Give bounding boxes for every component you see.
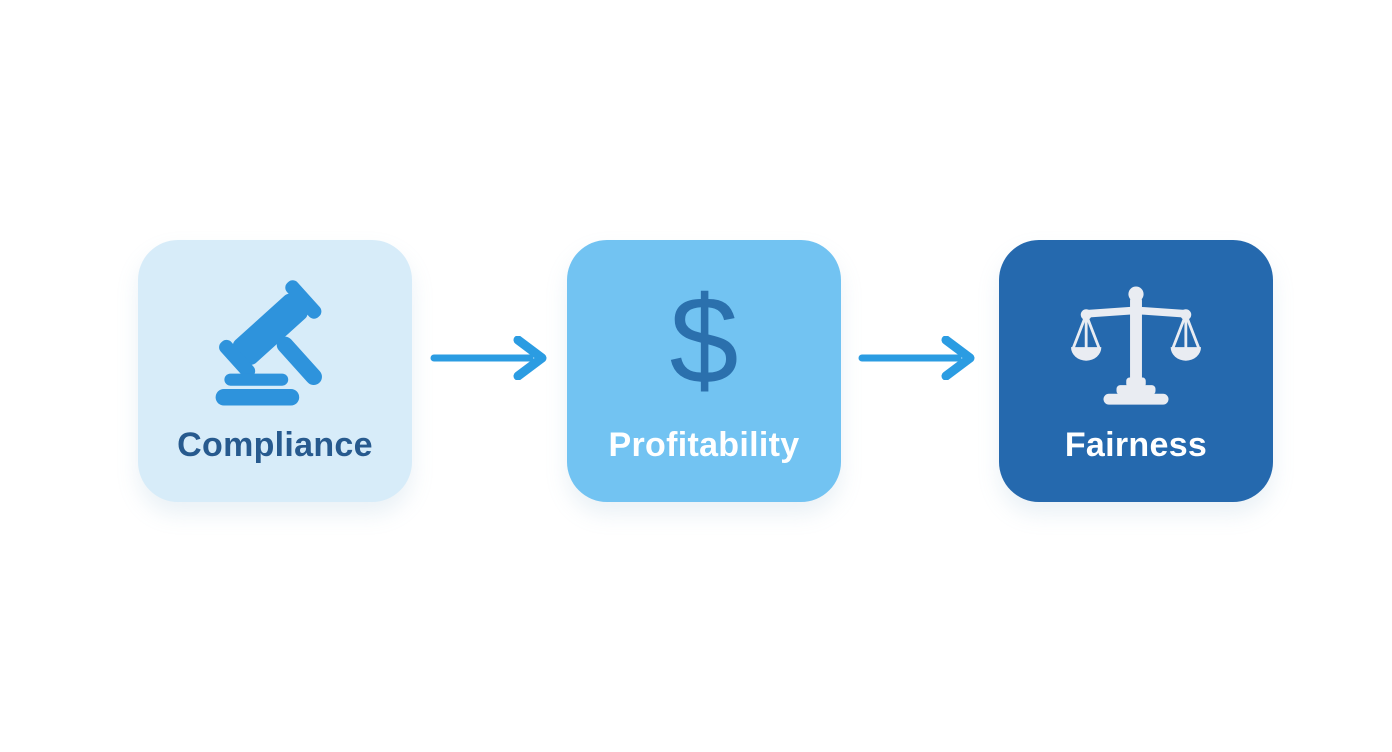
node-compliance: Compliance [138,240,412,502]
arrow-right-icon [858,336,975,380]
node-compliance-label: Compliance [177,426,373,464]
node-fairness: Fairness [999,240,1273,502]
node-profitability-label: Profitability [608,426,800,464]
scales-of-justice-icon [999,272,1273,418]
node-profitability: $ Profitability [567,240,841,502]
arrow-right-icon [430,336,547,380]
gavel-icon [138,272,412,418]
node-fairness-label: Fairness [1064,426,1208,464]
dollar-sign-glyph: $ [669,272,739,410]
dollar-sign-icon: $ [567,272,841,418]
